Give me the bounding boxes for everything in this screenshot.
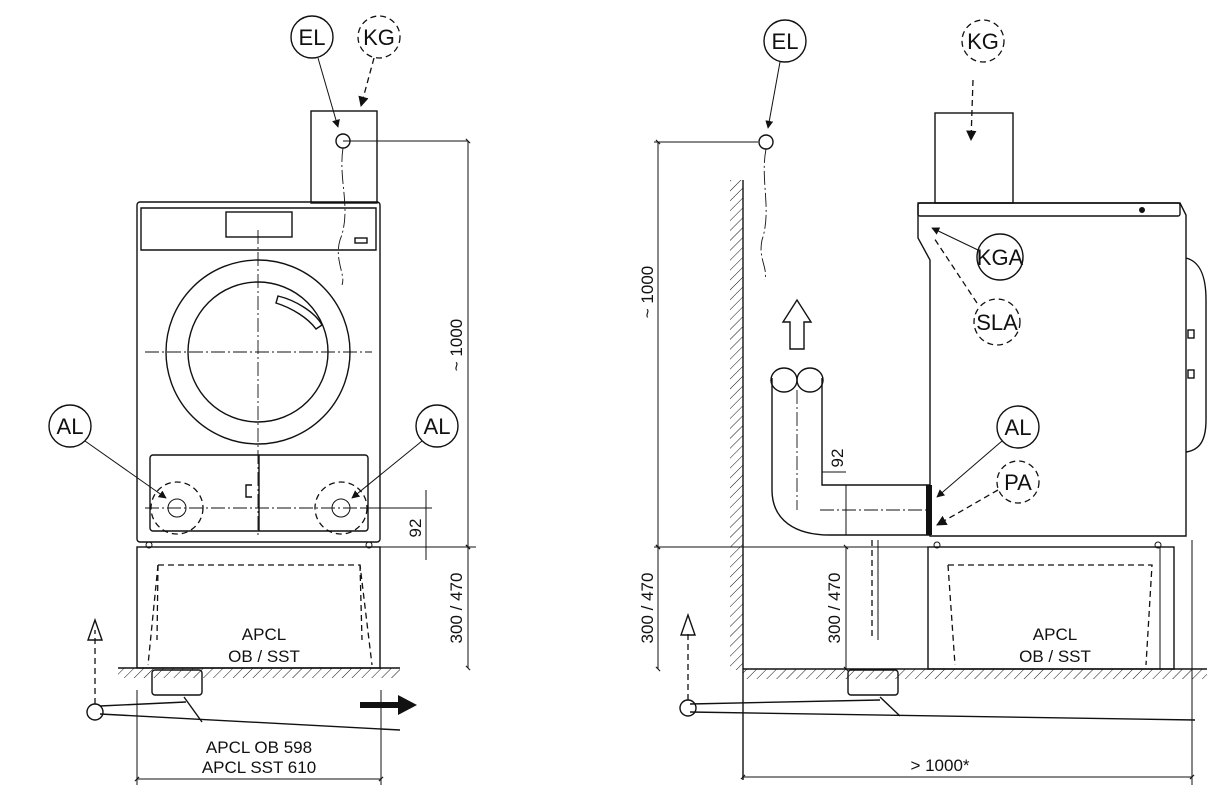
dryer-body-front <box>136 201 381 543</box>
arrow-up-side-icon <box>680 612 696 636</box>
callout-sla-text: SLA <box>976 310 1018 335</box>
panel-latch <box>245 484 252 498</box>
callout-pa-leader <box>936 489 999 526</box>
hinge-top <box>1187 329 1195 339</box>
arrow-up-airflow-icon <box>781 298 813 350</box>
callout-al-right <box>415 404 459 448</box>
control-panel <box>140 207 377 251</box>
dim-base-label: 300 / 470 <box>447 573 466 644</box>
dim-base-side-label: 300 / 470 <box>638 573 657 644</box>
base-label-line1: APCL <box>242 625 286 644</box>
dim-base-mid-label: 300 / 470 <box>825 573 844 644</box>
callout-kg-side-text: KG <box>967 29 999 54</box>
foot-side-front <box>933 541 941 549</box>
callout-al-left-leader <box>84 440 167 499</box>
dim-92-label: 92 <box>406 519 425 538</box>
electrical-connection-side <box>758 134 774 150</box>
dryer-top-lid <box>917 202 1181 217</box>
base-plinth-side <box>927 546 1175 670</box>
callout-pa-text: PA <box>1004 470 1032 495</box>
drain-pipe-upper <box>99 701 187 707</box>
base-plinth-front <box>136 546 381 669</box>
callout-el-front-leader <box>317 57 340 128</box>
wall-hatch <box>730 180 743 670</box>
arrow-up-icon <box>87 617 103 641</box>
foot-side-rear <box>1154 541 1162 549</box>
foot-right <box>365 541 373 549</box>
side-view: 92 APCL OB / SST ~ 1000 300 / 470 300 / … <box>638 19 1207 785</box>
callout-el-side <box>763 19 807 63</box>
airflow-arrow-icon <box>360 695 417 715</box>
callout-el-front <box>290 15 334 59</box>
callout-kg-front-text: KG <box>363 25 395 50</box>
base-side-label-line1: APCL <box>1033 625 1077 644</box>
callout-al-right-text: AL <box>424 414 451 439</box>
dim-1000-side-label: ~ 1000 <box>638 266 657 318</box>
callout-el-side-leader <box>765 61 781 129</box>
hinge-bottom <box>1187 369 1195 379</box>
power-button <box>354 237 368 244</box>
callout-kg-front <box>357 15 401 59</box>
callout-kga-leader <box>931 227 979 251</box>
callout-kga <box>976 233 1024 281</box>
dryer-body-side <box>917 202 1187 537</box>
callout-el-side-text: EL <box>772 29 799 54</box>
callout-kg-side-leader <box>966 79 977 142</box>
cable-route-front <box>337 147 346 286</box>
floor-hatch-left <box>118 668 400 678</box>
pipe-end-1 <box>770 367 798 393</box>
callout-al-side-text: AL <box>1005 415 1032 440</box>
water-connection-icon <box>86 703 104 721</box>
drain-pipe-lower <box>99 713 401 731</box>
floor-drain <box>151 669 203 696</box>
exhaust-duct-side <box>934 112 1014 204</box>
callout-sla <box>973 298 1021 346</box>
cable-route-side <box>760 148 767 281</box>
dim-wall-distance-label: > 1000* <box>910 756 969 775</box>
drain-pipe-side-upper <box>689 699 881 705</box>
callout-al-right-leader <box>351 440 423 499</box>
callout-kg-side <box>961 19 1005 63</box>
front-view: APCL OB / SST ~ 1000 92 300 / 470 APCL O… <box>48 15 476 785</box>
width-label-line1: APCL OB 598 <box>206 738 312 757</box>
water-connection-side-icon <box>679 699 697 717</box>
callout-sla-leader <box>933 237 978 304</box>
floor-hatch-right <box>743 669 1207 679</box>
floor-drain-side <box>847 669 899 696</box>
callout-el-front-text: EL <box>299 25 326 50</box>
base-label-line2: OB / SST <box>228 647 300 666</box>
callout-al-left <box>48 404 92 448</box>
callout-kga-text: KGA <box>977 245 1024 270</box>
callout-al-side-leader <box>936 440 1003 498</box>
dim-92-side-label: 92 <box>828 449 847 468</box>
dim-1000-label: ~ 1000 <box>447 319 466 371</box>
pipe-flange <box>926 485 932 535</box>
exhaust-pipe-inner <box>821 378 930 486</box>
display-window <box>225 211 293 238</box>
pipe-end-2 <box>796 367 824 393</box>
exhaust-pipe-outer <box>771 378 930 536</box>
door-bulge-side <box>1185 257 1207 453</box>
foot-left <box>145 541 153 549</box>
callout-kg-front-leader <box>358 57 375 108</box>
lid-screw <box>1139 207 1145 213</box>
callout-al-side <box>996 405 1040 449</box>
door-handle <box>275 295 323 330</box>
base-side-label-line2: OB / SST <box>1019 647 1091 666</box>
exhaust-duct-front <box>310 110 378 204</box>
drain-slope <box>183 696 203 723</box>
drain-pipe-side-lower <box>689 711 1196 721</box>
base-side-hidden <box>947 564 1153 666</box>
base-hidden-inner <box>156 564 363 641</box>
drain-side-slope <box>879 696 901 717</box>
width-label-line2: APCL SST 610 <box>202 758 316 777</box>
callout-al-left-text: AL <box>57 414 84 439</box>
callout-pa <box>996 460 1040 504</box>
